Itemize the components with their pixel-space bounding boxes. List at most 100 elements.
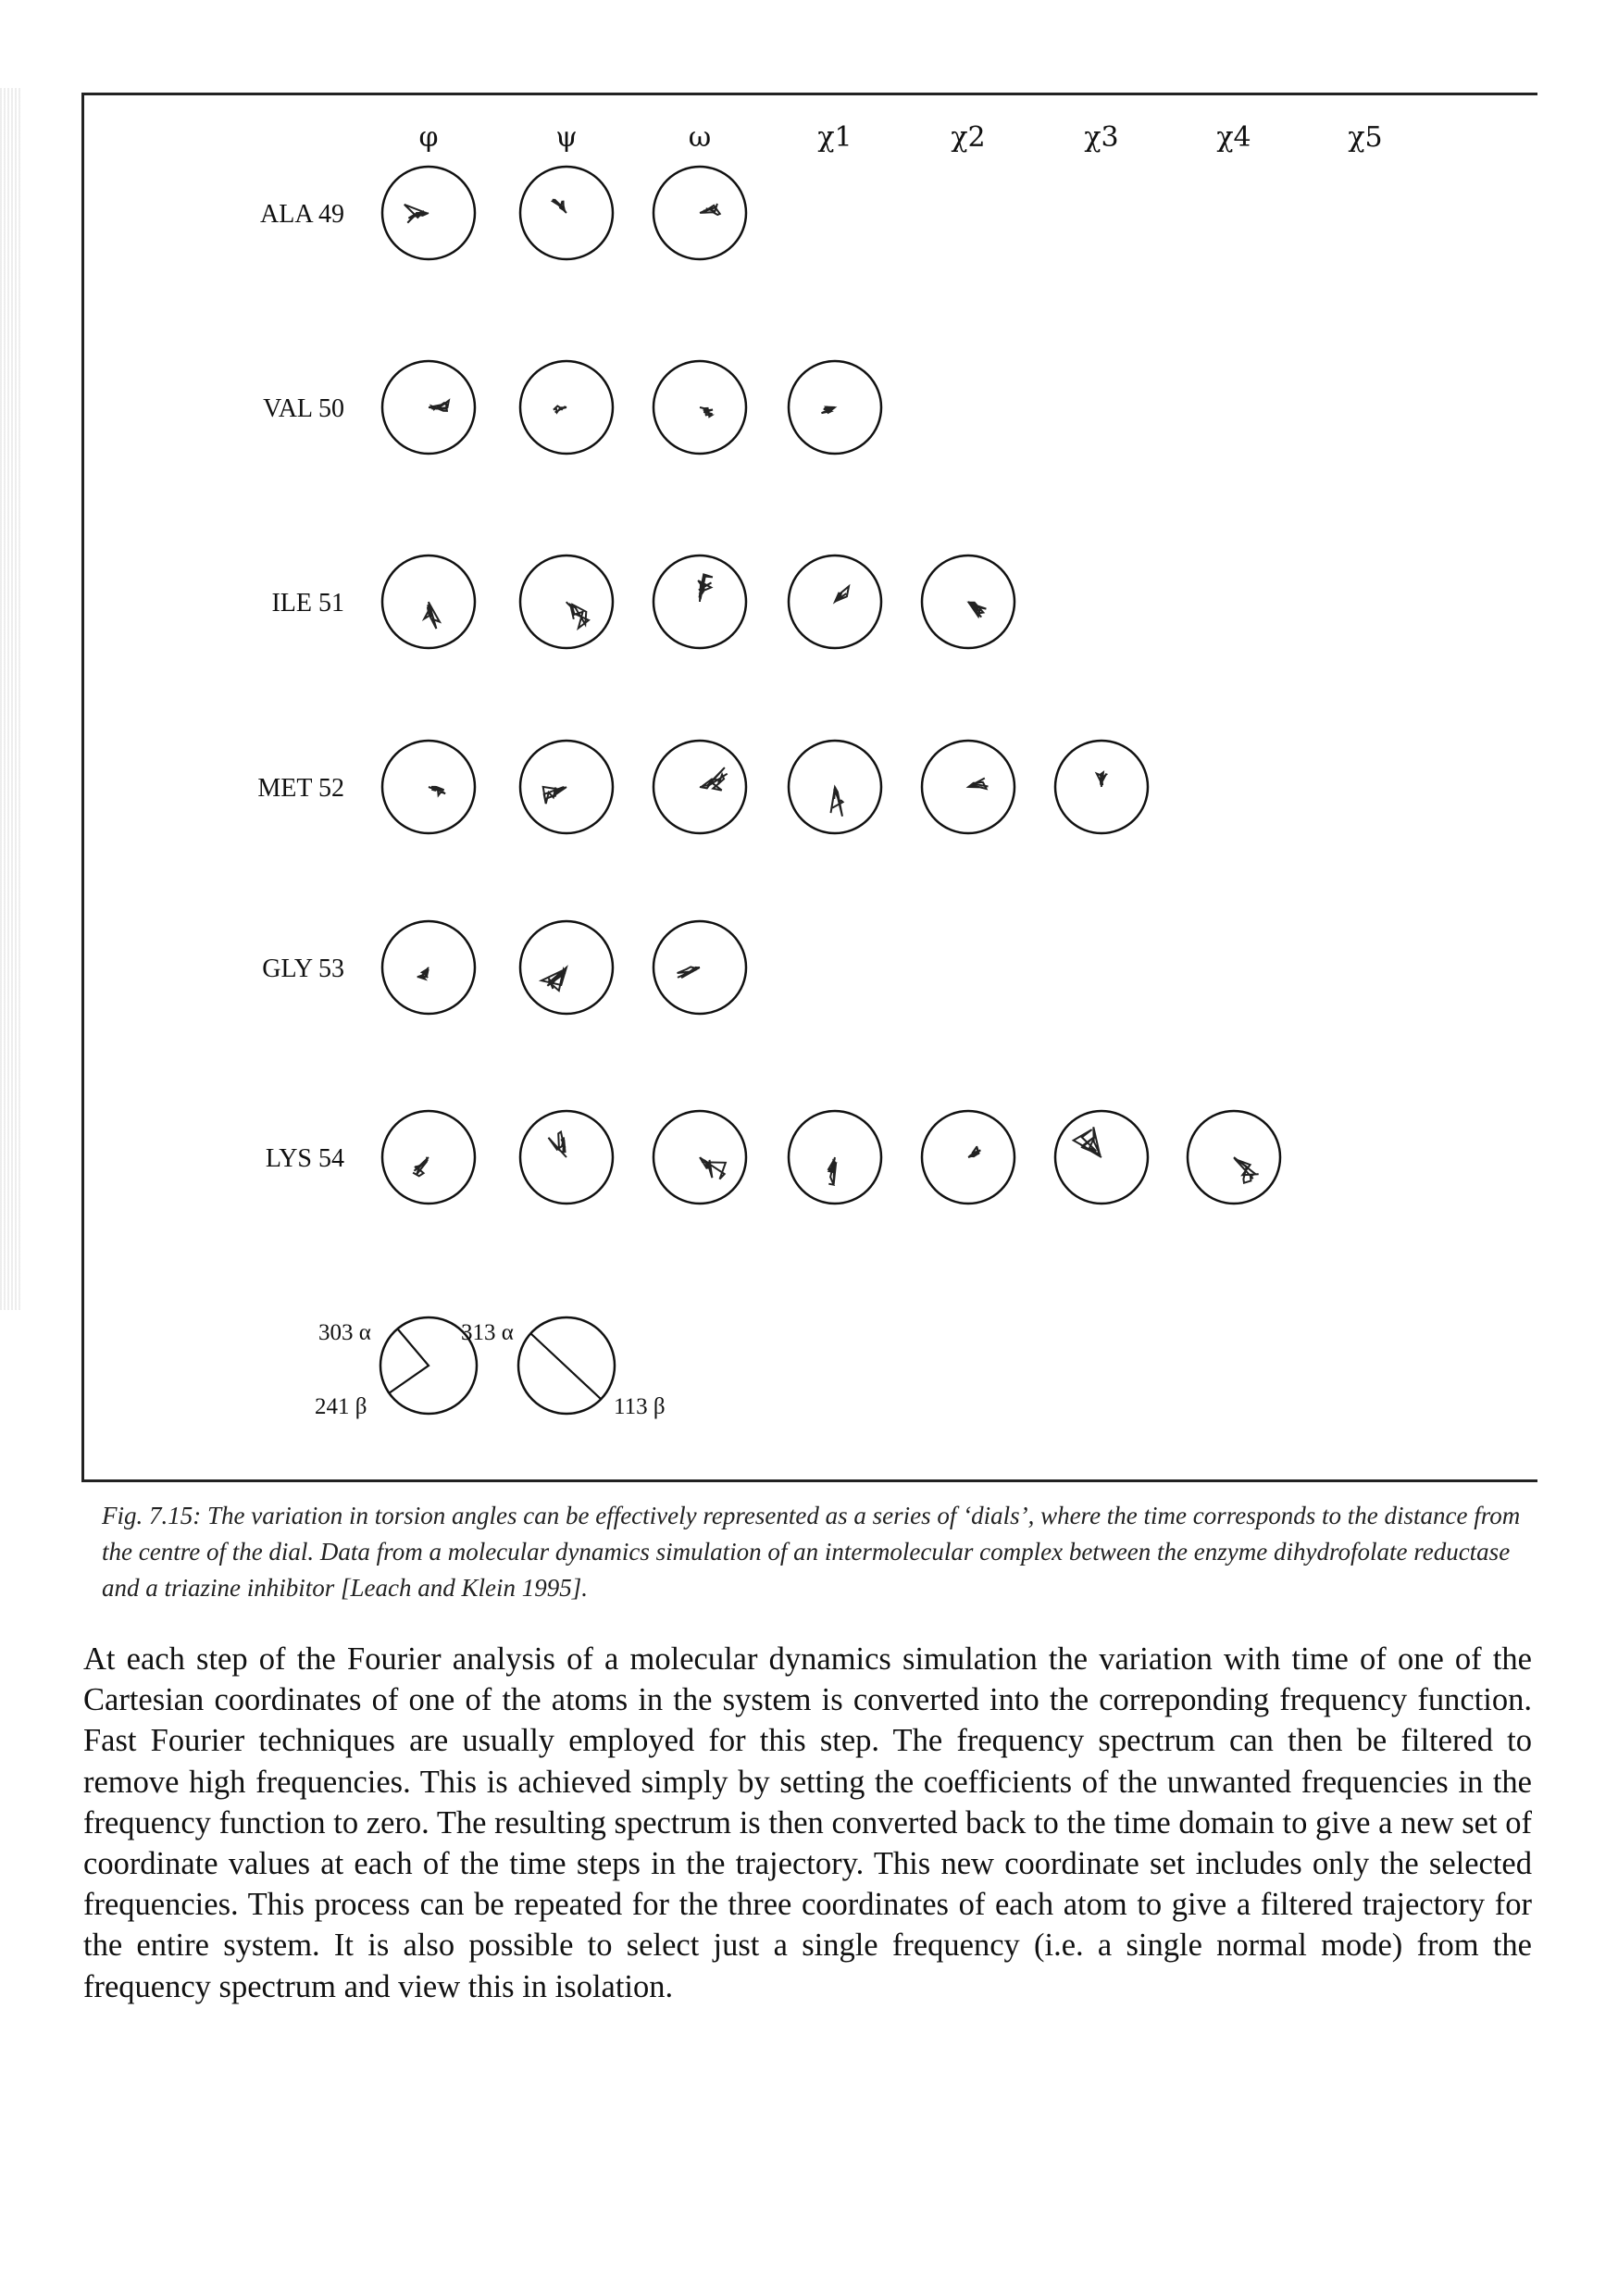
residue-rows: ALA 49 VAL 50 ILE 51 MET 52 GLY 53 LYS 54 — [257, 165, 1282, 1205]
column-header: ω — [689, 121, 711, 154]
torsion-dial — [920, 739, 1016, 835]
dial-circle — [380, 359, 477, 455]
torsion-dial — [787, 554, 883, 650]
torsion-dial — [380, 1109, 477, 1205]
torsion-dial — [380, 165, 477, 261]
column-header: ψ — [555, 121, 578, 154]
torsion-dial — [652, 919, 748, 1016]
dial-trace — [1233, 1156, 1259, 1185]
dial-trace — [412, 1156, 429, 1178]
torsion-dial — [380, 359, 477, 455]
residue-row: ILE 51 — [271, 554, 1016, 650]
dial-circle — [920, 554, 1016, 650]
torsion-dial — [380, 739, 477, 835]
residue-label: GLY 53 — [262, 955, 344, 983]
dial-trace — [699, 406, 715, 418]
column-header: χ4 — [1216, 121, 1251, 154]
dial-trace — [428, 785, 446, 798]
torsion-dial — [518, 1109, 615, 1205]
torsion-dial — [518, 739, 615, 835]
dial-trace — [677, 966, 701, 979]
torsion-dial — [1186, 1109, 1282, 1205]
dial-circle — [1186, 1109, 1282, 1205]
dial-circle — [518, 739, 615, 835]
dial-trace — [966, 601, 987, 619]
residue-label: ILE 51 — [271, 589, 344, 618]
dial-trace — [699, 203, 722, 217]
dial-circle — [652, 554, 748, 650]
torsion-dial — [652, 359, 748, 455]
torsion-dial — [652, 554, 748, 650]
torsion-dial — [920, 554, 1016, 650]
dial-trace — [417, 967, 429, 981]
dial-trace — [821, 406, 838, 415]
torsion-dial — [787, 739, 883, 835]
residue-label: VAL 50 — [263, 394, 344, 423]
torsion-dial — [920, 1109, 1016, 1205]
dial-circle — [518, 165, 615, 261]
dial-circle — [518, 1109, 615, 1205]
dial-trace — [566, 601, 591, 631]
dial-trace — [547, 1129, 567, 1158]
key-dial-alpha-beta-2-trace — [529, 1332, 602, 1400]
body-paragraph: At each step of the Fourier analysis of … — [83, 1641, 1532, 2004]
dial-circle — [652, 739, 748, 835]
key-label-313-alpha: 313 α — [461, 1320, 514, 1345]
torsion-dial — [652, 739, 748, 835]
dial-trace — [1071, 1127, 1102, 1158]
dial-trace — [541, 785, 567, 805]
dial-trace — [404, 203, 429, 224]
dial-circle — [652, 359, 748, 455]
key-label-113-beta: 113 β — [614, 1394, 666, 1419]
torsion-dial — [380, 554, 477, 650]
key-dial-alpha-beta-trace — [388, 1329, 430, 1394]
figure-frame — [81, 93, 1537, 1482]
column-header: χ2 — [951, 121, 985, 154]
dial-trace — [550, 198, 567, 214]
dial-circle — [1053, 739, 1150, 835]
torsion-dial — [1053, 1109, 1150, 1205]
dial-trace — [827, 1156, 838, 1187]
residue-row: LYS 54 — [266, 1109, 1282, 1205]
dial-circle — [518, 919, 615, 1016]
dial-trace — [832, 583, 851, 605]
residue-label: MET 52 — [257, 774, 344, 803]
torsion-dial — [652, 165, 748, 261]
column-header: χ3 — [1084, 121, 1118, 154]
figure-caption: Fig. 7.15: The variation in torsion angl… — [102, 1502, 1521, 1602]
key-label-303-alpha: 303 α — [318, 1320, 371, 1345]
dial-trace — [1094, 770, 1109, 788]
dial-circle — [380, 739, 477, 835]
residue-row: MET 52 — [257, 739, 1150, 835]
dial-circle — [787, 1109, 883, 1205]
residue-row: VAL 50 — [263, 359, 883, 455]
torsion-dial — [1053, 739, 1150, 835]
dial-trace — [965, 777, 989, 791]
dial-trace — [553, 405, 567, 415]
residue-label: LYS 54 — [266, 1144, 344, 1173]
torsion-dial — [652, 1109, 748, 1205]
dial-circle — [787, 739, 883, 835]
torsion-dial — [787, 1109, 883, 1205]
dial-circle — [380, 165, 477, 261]
dial-circle — [1053, 1109, 1150, 1205]
dial-circle — [920, 1109, 1016, 1205]
dial-trace — [428, 398, 451, 412]
dial-circle — [518, 554, 615, 650]
dial-circle — [652, 165, 748, 261]
dial-circle — [380, 554, 477, 650]
dial-trace — [699, 1156, 728, 1180]
dial-trace — [967, 1145, 981, 1158]
dial-circle — [787, 554, 883, 650]
torsion-dial — [518, 919, 615, 1016]
residue-row: ALA 49 — [260, 165, 748, 261]
dial-trace — [697, 573, 714, 603]
key-dial-alpha-beta — [379, 1316, 479, 1416]
dial-trace — [538, 965, 568, 992]
dial-circle — [380, 1109, 477, 1205]
key-dial-alpha-beta-2 — [517, 1316, 616, 1416]
dial-circle — [380, 919, 477, 1016]
torsion-dial — [380, 919, 477, 1016]
dial-circle — [787, 359, 883, 455]
